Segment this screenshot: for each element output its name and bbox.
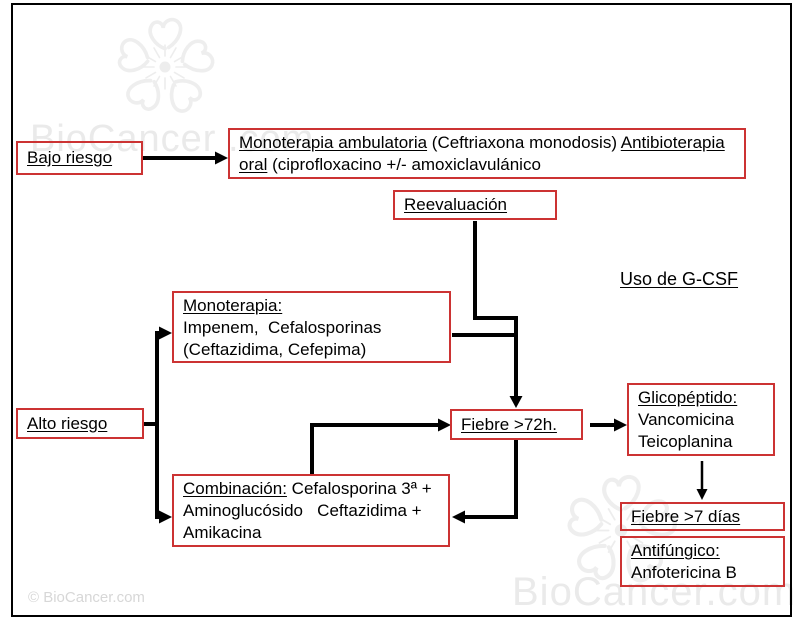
node-text-line: Amikacina [183, 522, 442, 544]
arrowhead [696, 489, 708, 500]
node-label: (ciprofloxacino +/- amoxiclavulánico [267, 155, 541, 174]
watermark-top-text: BioCancer .com [30, 118, 315, 160]
node-fiebre-72h: Fiebre >72h. [450, 409, 583, 440]
node-text-line: Anfotericina B [631, 562, 777, 584]
arrowhead [159, 510, 172, 524]
node-text-line: Impenem, Cefalosporinas [183, 317, 443, 339]
arrow-heads [159, 151, 708, 524]
node-label: Antibioterapia [620, 133, 725, 152]
arrowhead [438, 418, 451, 432]
arrow-reevaluacion-to-fiebre72 [473, 221, 518, 397]
node-text-line: Combinación: Cefalosporina 3ª + [183, 478, 442, 500]
node-label: Bajo riesgo [27, 148, 113, 167]
arrowhead [159, 326, 172, 340]
node-label: oral [239, 155, 268, 174]
node-label: Monoterapia ambulatoria [239, 133, 428, 152]
arrow-altoriesgo-branch [143, 331, 159, 519]
node-monoterapia: Monoterapia: Impenem, Cefalosporinas (Ce… [172, 291, 451, 363]
node-label: Amikacina [183, 523, 262, 542]
node-label: Aminoglucósido Ceftazidima + [183, 501, 422, 520]
node-label: Anfotericina B [631, 563, 737, 582]
node-antifungico: Antifúngico: Anfotericina B [620, 536, 785, 587]
node-bajo-riesgo: Bajo riesgo [16, 141, 143, 175]
node-text-line: (Ceftazidima, Cefepima) [183, 339, 443, 361]
node-label: (Ceftriaxona monodosis) [427, 133, 621, 152]
node-label: Vancomicina [638, 410, 735, 429]
node-fiebre-7dias: Fiebre >7 días [620, 502, 785, 531]
node-label: Alto riesgo [27, 413, 108, 433]
node-text-line: Aminoglucósido Ceftazidima + [183, 500, 442, 522]
node-label: Antifúngico: [631, 541, 720, 560]
node-glicopeptido: Glicopéptido: Vancomicina Teicoplanina [627, 383, 775, 456]
node-text-line: oral (ciprofloxacino +/- amoxiclavulánic… [239, 154, 738, 176]
node-text-line: Antifúngico: [631, 540, 777, 562]
node-label: (Ceftazidima, Cefepima) [183, 340, 367, 359]
node-label: Teicoplanina [638, 432, 733, 451]
node-label: Monoterapia: [183, 296, 283, 315]
node-combinacion: Combinación: Cefalosporina 3ª + Aminoglu… [172, 474, 450, 547]
label-uso-gcsf: Uso de G-CSF [620, 269, 738, 290]
node-label: Reevaluación [404, 195, 508, 214]
node-text-line: Teicoplanina [638, 431, 767, 453]
arrowhead [452, 510, 465, 524]
node-text-line: Vancomicina [638, 409, 767, 431]
node-label: Impenem, Cefalosporinas [183, 318, 382, 337]
copyright-text: © BioCancer.com [28, 589, 145, 606]
node-text-line: Monoterapia ambulatoria (Ceftriaxona mon… [239, 132, 738, 154]
node-label: Fiebre >7 días [631, 506, 741, 526]
arrowhead [509, 396, 523, 408]
arrow-fiebre72-to-combinacion [464, 440, 518, 519]
node-text-line: Monoterapia: [183, 295, 443, 317]
node-alto-riesgo: Alto riesgo [16, 408, 144, 439]
node-label: Cefalosporina 3ª + [286, 479, 432, 498]
node-text-line: Glicopéptido: [638, 387, 767, 409]
node-label: Glicopéptido: [638, 388, 738, 407]
arrowhead [215, 151, 228, 165]
arrow-combinacion-to-fiebre72 [310, 423, 438, 474]
watermark-bottom-text: BioCancer.com [512, 570, 796, 614]
node-monoterapia-ambulatoria: Monoterapia ambulatoria (Ceftriaxona mon… [228, 128, 746, 179]
node-label: Uso de G-CSF [620, 269, 739, 289]
node-label: Combinación: [183, 479, 287, 498]
node-reevaluacion: Reevaluación [393, 190, 557, 220]
arrow-lines [143, 156, 704, 519]
node-label: Fiebre >72h. [461, 414, 557, 434]
arrowhead [614, 418, 627, 432]
